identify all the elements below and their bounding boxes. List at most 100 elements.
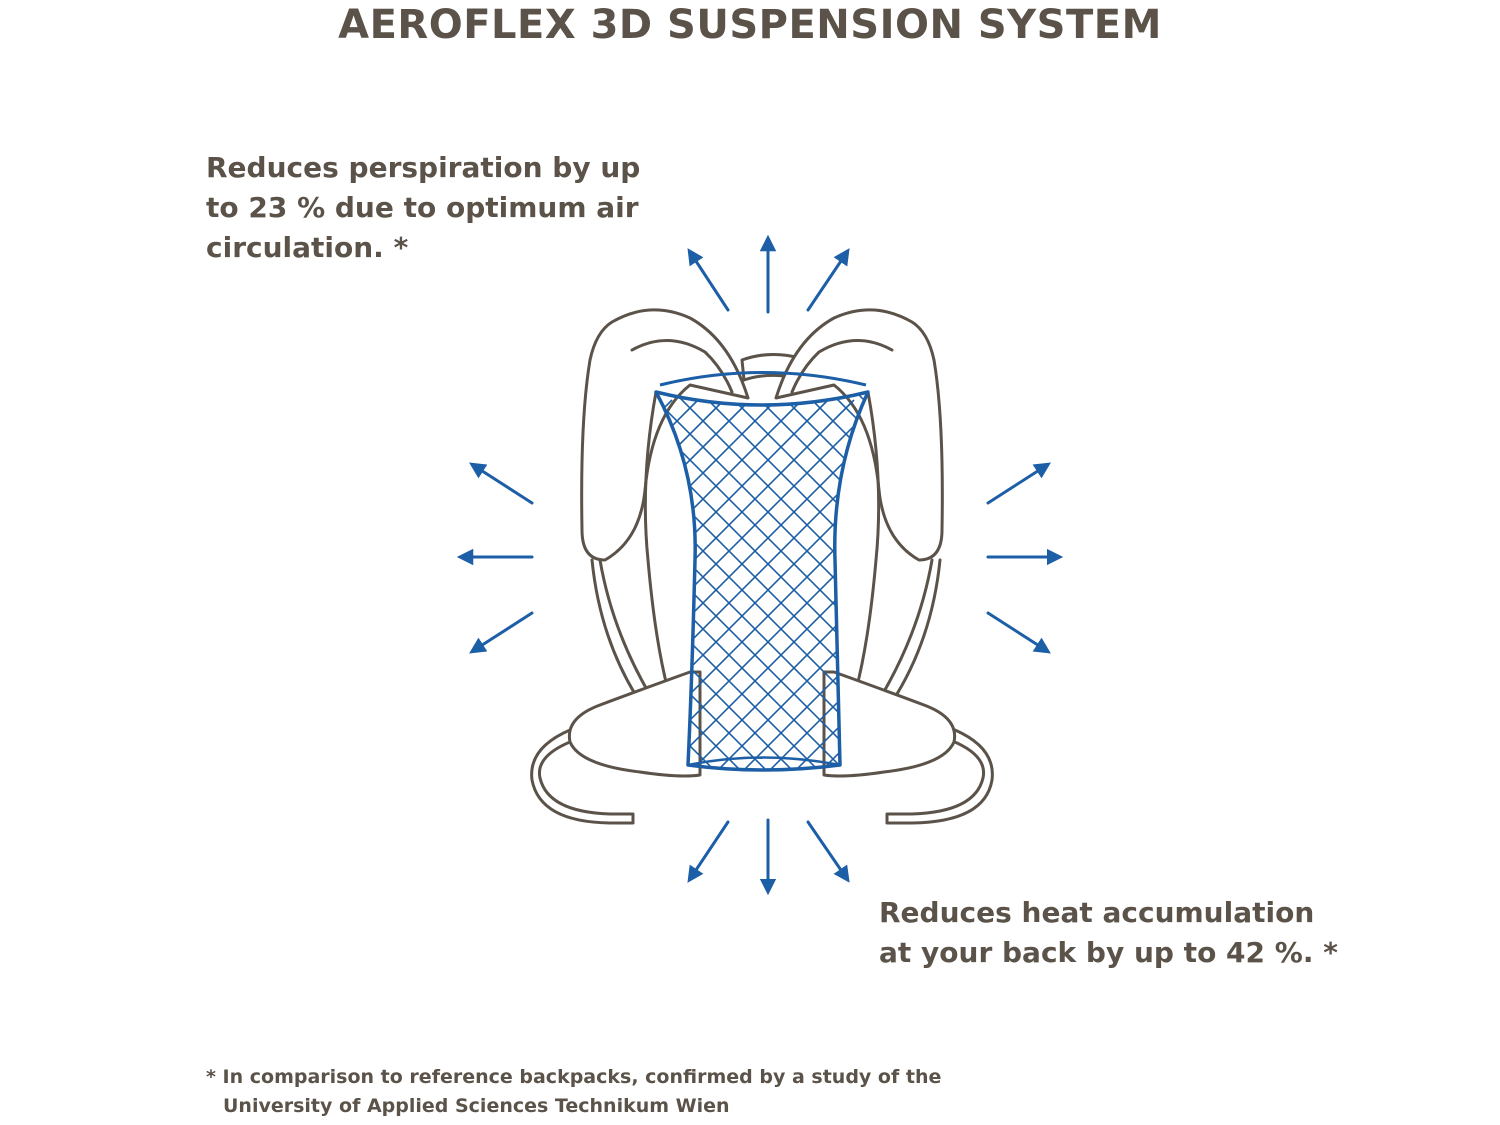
frame-right-side (854, 390, 881, 692)
mesh-line (194, 380, 594, 780)
mesh-line (0, 400, 334, 800)
mesh-line (656, 399, 855, 770)
arrow-icon (687, 248, 730, 312)
frame-left-side (643, 390, 670, 692)
footnote: * In comparison to reference backpacks, … (206, 1063, 1106, 1121)
mesh-line (116, 400, 516, 800)
mesh-line (1234, 380, 1500, 780)
right-hip-webbing (885, 728, 994, 825)
mesh-line (0, 400, 282, 800)
mesh-line (220, 380, 620, 780)
mesh-line (656, 399, 868, 770)
mesh-line (948, 400, 1348, 800)
mesh-line (64, 400, 464, 800)
callout-heat-line-1: Reduces heat accumulation (879, 896, 1315, 929)
mesh-line (0, 400, 308, 800)
callout-perspiration: Reduces perspiration by up to 23 % due t… (206, 148, 666, 268)
mesh-line (168, 380, 568, 780)
mesh-line (1130, 400, 1500, 800)
callout-perspiration-line-1: Reduces perspiration by up (206, 151, 641, 184)
mesh-top-rim (659, 371, 867, 387)
mesh-line (0, 400, 230, 800)
arrow-icon (687, 820, 730, 883)
footnote-line-1: * In comparison to reference backpacks, … (206, 1066, 942, 1088)
mesh-line (656, 399, 829, 770)
mesh-line (0, 380, 360, 780)
mesh-line (0, 380, 386, 780)
arrow-icon (806, 820, 850, 883)
callout-perspiration-line-2: to 23 % due to optimum air (206, 191, 639, 224)
left-shoulder-strap (580, 308, 750, 562)
mesh-line (1182, 400, 1500, 800)
mesh-line (1000, 380, 1400, 780)
mesh-line (1156, 400, 1500, 800)
right-shoulder-strap (774, 308, 944, 562)
mesh-line (0, 400, 126, 800)
mesh-line (1000, 400, 1400, 800)
mesh-grid (0, 380, 1500, 800)
mesh-line (1260, 380, 1500, 780)
mesh-line (1182, 380, 1500, 780)
mesh-line (922, 400, 1322, 800)
mesh-line (656, 399, 868, 770)
callout-heat: Reduces heat accumulation at your back b… (879, 893, 1399, 973)
diagram-title: AEROFLEX 3D SUSPENSION SYSTEM (338, 2, 1162, 48)
right-lower-strap (880, 558, 942, 704)
mesh-line (0, 380, 152, 780)
mesh-line (1260, 400, 1500, 800)
footnote-line-2: University of Applied Sciences Technikum… (223, 1095, 730, 1117)
mesh-line (922, 380, 1322, 780)
mesh-line (142, 380, 542, 780)
mesh-line (1286, 380, 1500, 780)
mesh-line (0, 380, 282, 780)
mesh-line (0, 380, 308, 780)
mesh-line (896, 380, 1296, 780)
mesh-line (1078, 400, 1478, 800)
mesh-line (739, 392, 868, 770)
mesh-line (12, 400, 412, 800)
mesh-line (896, 400, 1296, 800)
arrow-icon (986, 611, 1051, 654)
mesh-line (1104, 400, 1500, 800)
arrow-icon (806, 248, 850, 312)
mesh-line (656, 399, 803, 770)
mesh-line (142, 400, 542, 800)
mesh-back-panel (0, 371, 1500, 800)
mesh-line (12, 380, 412, 780)
mesh-line (90, 400, 490, 800)
mesh-line (713, 399, 868, 770)
mesh-line (0, 400, 152, 800)
arrow-icon (469, 462, 534, 505)
mesh-line (194, 400, 594, 800)
mesh-line (713, 392, 868, 770)
right-shoulder-strap-inner (790, 339, 894, 394)
mesh-line (687, 399, 868, 770)
mesh-line (220, 400, 620, 800)
mesh-line (0, 380, 230, 780)
mesh-line (0, 400, 204, 800)
backpack-outline (530, 308, 994, 825)
mesh-line (656, 392, 855, 770)
callout-heat-line-2: at your back by up to 42 %. * (879, 936, 1338, 969)
mesh-line (116, 380, 516, 780)
mesh-line (765, 392, 868, 770)
callout-perspiration-line-3: circulation. * (206, 231, 409, 264)
mesh-bottom-rim (687, 756, 841, 767)
mesh-line (0, 380, 100, 780)
mesh-line (0, 400, 386, 800)
mesh-line (1052, 400, 1452, 800)
right-hip-pad (822, 670, 957, 778)
airflow-arrows (456, 234, 1064, 896)
arrow-icon (986, 462, 1051, 505)
mesh-line (656, 399, 868, 770)
mesh-line (0, 380, 178, 780)
arrow-icon (469, 611, 534, 654)
mesh-line (1208, 380, 1500, 780)
mesh-line (656, 392, 829, 770)
mesh-line (974, 380, 1374, 780)
mesh-line (765, 399, 868, 770)
mesh-line (1286, 400, 1500, 800)
mesh-line (1130, 380, 1500, 780)
mesh-line (974, 400, 1374, 800)
mesh-line (168, 400, 568, 800)
